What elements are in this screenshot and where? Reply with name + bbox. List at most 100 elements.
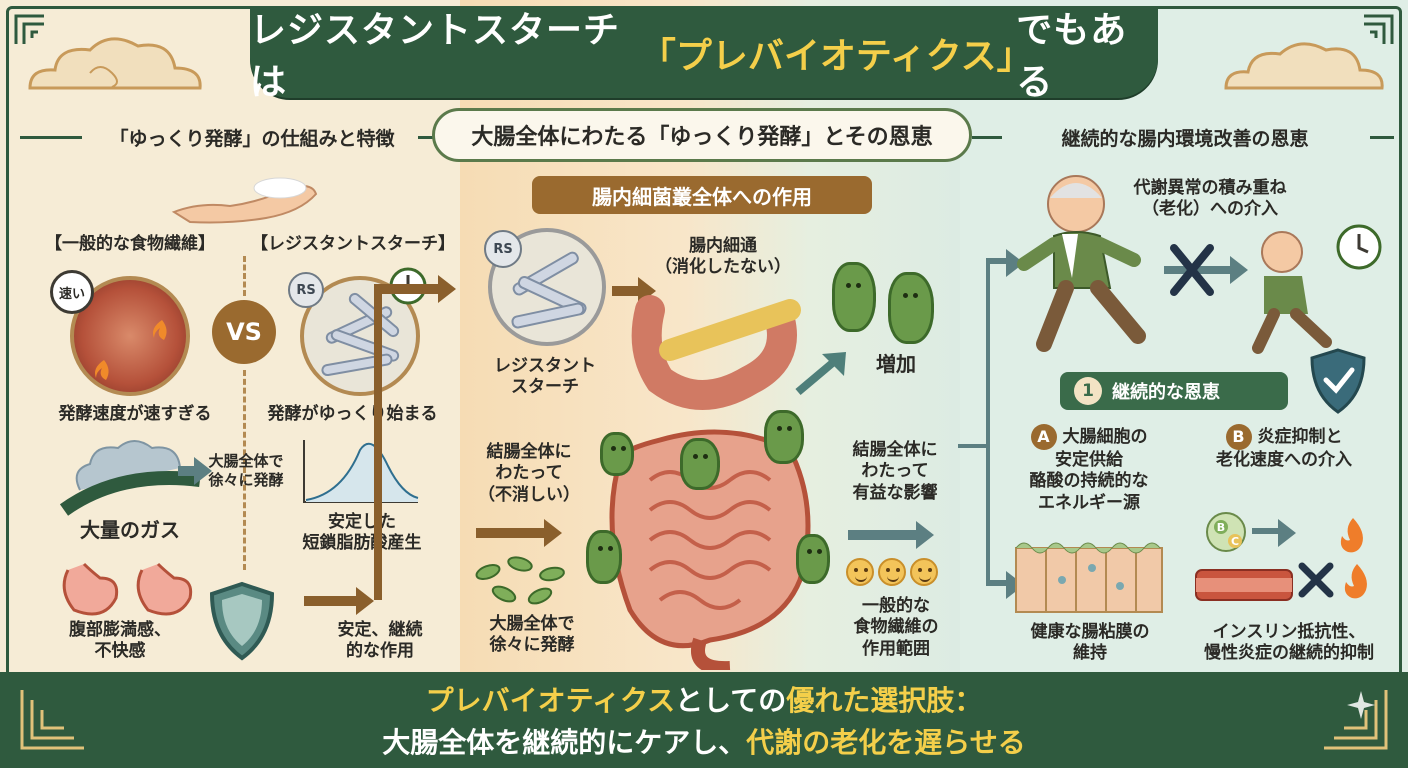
bottom-highlight-1: プレバイオティクス (425, 684, 676, 717)
colon-right-line-3: 有益な影響 (852, 482, 938, 503)
a-line-2: 安定供給 (1055, 450, 1123, 470)
title-banner: レジスタントスターチは「プレバイオティクス」でもある (250, 8, 1158, 103)
colon-left-text: 結腸全体に わたって （不消しい） (470, 442, 588, 506)
bottom-line-1: プレバイオティクスとしての優れた選択肢： (426, 679, 983, 719)
colon-right-line-1: 結腸全体に (852, 440, 938, 460)
cloud-right-decoration-icon (1224, 42, 1384, 90)
arrow-icon (986, 249, 1024, 277)
connector-line (986, 262, 990, 584)
gradual-fermentation-text: 大腸全体で 徐々に発酵 (196, 452, 296, 490)
rs-granule-image (488, 228, 606, 346)
passage-text: 腸内細通 （消化したない） (648, 236, 798, 279)
fiber-range-text: 一般的な 食物繊維の 作用範囲 (836, 596, 956, 660)
range-line-3: 作用範囲 (862, 638, 930, 659)
cross-block-icon (1298, 562, 1334, 598)
aging-intervention-text: 代謝異常の積み重ね （老化）への介入 (1110, 178, 1310, 221)
gradual-center-line-2: 徐々に発酵 (489, 635, 575, 656)
upset-stomach-icon (62, 562, 119, 616)
vitamin-b-dot: B (1214, 520, 1228, 534)
flame-icon (1344, 564, 1367, 599)
bacteria-icon (764, 410, 804, 464)
gradual-fermentation-center-text: 大腸全体で 徐々に発酵 (462, 614, 602, 657)
bottom-banner: プレバイオティクスとしての優れた選択肢： 大腸全体を継続的にケアし、代謝の老化を… (0, 672, 1408, 768)
arrow-up-right-icon (795, 352, 846, 396)
divider (1370, 136, 1394, 139)
rs-line-1: レジスタント (494, 356, 596, 376)
colon-left-line-2: わたって (495, 463, 563, 484)
vs-badge: VS (212, 300, 276, 364)
digestive-tract-illustration (609, 295, 811, 670)
shield-check-icon (1310, 348, 1366, 414)
elderly-walking-man-illustration (1252, 231, 1332, 354)
bottom-highlight-3: 代謝の老化を遅らせる (746, 726, 1026, 759)
letter-b-badge: B (1225, 424, 1252, 450)
divider (20, 136, 82, 139)
rs-label: 【レジスタントスターチ】 (251, 234, 455, 254)
bacteria-cluster-icon (475, 556, 565, 605)
connector-line (374, 284, 382, 600)
passage-line-1: 腸内細通 (689, 236, 757, 256)
smiley-icon (910, 558, 938, 586)
passage-line-2: （消化したない） (655, 257, 791, 278)
divider (243, 256, 246, 296)
upset-stomach-icon (136, 562, 193, 616)
arrow-icon (1252, 519, 1296, 547)
bottom-mid-text: としての (675, 684, 787, 717)
flame-icon (1340, 518, 1363, 553)
b-line-1: 炎症抑制と (1257, 427, 1343, 447)
gradual-line-1: 大腸全体で (208, 452, 284, 470)
blocked-arrow-icon (1164, 244, 1248, 296)
bottom-highlight-2: 優れた選択肢： (786, 684, 983, 717)
center-section-header: 大腸全体にわたる「ゆっくり発酵」とその恩恵 (432, 108, 972, 162)
benefit-pill-label: 継続的な恩恵 (1112, 382, 1220, 403)
gradual-center-line-1: 大腸全体で (489, 614, 575, 634)
bacteria-icon (586, 530, 622, 584)
smiley-icon (846, 558, 874, 586)
fast-timer-badge: 速い (50, 270, 94, 314)
title-suffix: でもある (1016, 10, 1128, 103)
mucosa-line-1: 健康な腸粘膜の (1030, 622, 1150, 642)
a-line-3: 酪酸の持続的な (1029, 471, 1149, 492)
bottom-line-2: 大腸全体を継続的にケアし、代謝の老化を遅らせる (382, 721, 1025, 761)
stable-line-1: 安定、継続 (337, 620, 423, 640)
shield-icon (209, 581, 275, 661)
colon-right-text: 結腸全体に わたって 有益な影響 (836, 440, 954, 504)
corner-frame-decoration-icon (20, 690, 84, 750)
divider (243, 370, 246, 570)
flora-action-pill: 腸内細菌叢全体への作用 (532, 176, 872, 214)
insulin-inflammation-text: インスリン抵抗性、 慢性炎症の継続的抑制 (1184, 622, 1394, 665)
colon-left-line-3: （不消しい） (478, 484, 580, 505)
bacteria-icon (832, 262, 876, 332)
colon-left-line-1: 結腸全体に (486, 442, 572, 462)
stable-action-text: 安定、継続 的な作用 (300, 620, 460, 663)
discomfort-line-2: 不快感 (94, 641, 146, 662)
vitamin-c-dot: C (1228, 534, 1242, 548)
aging-line-1: 代謝異常の積み重ね (1133, 178, 1287, 198)
general-fiber-label: 【一般的な食物繊維】 (45, 234, 215, 254)
discomfort-text: 腹部膨満感、 不快感 (40, 620, 200, 663)
gas-text: 大量のガス (80, 518, 180, 542)
rs-line-2: スターチ (511, 377, 579, 398)
rs-molecule-tag: RS (288, 272, 324, 308)
title-highlight: 「プレバイオティクス」 (639, 36, 1033, 77)
arrow-icon (374, 275, 456, 303)
intestinal-cells-illustration (1015, 542, 1163, 613)
blood-vessel-illustration (1195, 569, 1293, 601)
mucosa-line-2: 維持 (1073, 643, 1107, 664)
b-line-2: 老化速度への介入 (1216, 450, 1352, 470)
insulin-line-2: 慢性炎症の継続的抑制 (1204, 643, 1374, 664)
bacteria-icon (680, 438, 720, 490)
sparkle-icon (1347, 691, 1375, 719)
insulin-line-1: インスリン抵抗性、 (1212, 622, 1366, 642)
discomfort-line-1: 腹部膨満感、 (69, 620, 171, 640)
scfa-text: 安定した 短鎖脂肪酸産生 (262, 512, 462, 555)
cloud-left-decoration-icon (28, 37, 202, 90)
range-line-1: 一般的な (862, 596, 930, 616)
gas-cloud-icon (60, 440, 201, 516)
range-line-2: 食物繊維の (853, 617, 939, 638)
colon-right-line-2: わたって (861, 461, 929, 482)
aging-line-2: （老化）への介入 (1142, 199, 1278, 220)
rs-name-text: レジスタント スターチ (470, 356, 620, 399)
scfa-line-1: 安定した (328, 512, 396, 532)
